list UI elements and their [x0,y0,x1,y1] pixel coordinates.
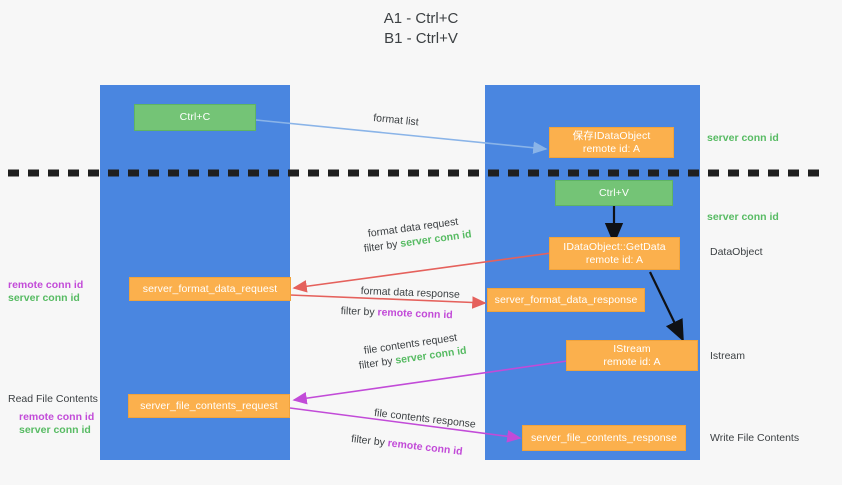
arrow-format-data-response [289,294,487,309]
note-server-conn-id-upper: server conn id [8,292,80,304]
box-getdata-line1: IDataObject::GetData [563,240,666,253]
box-server-file-contents-response[interactable]: server_file_contents_response [522,425,686,451]
box-server-format-data-request-label: server_format_data_request [142,282,278,295]
note-remote-conn-id-upper: remote conn id [8,279,84,291]
arrow-format-list [255,119,548,154]
note-write-file-contents: Write File Contents [710,432,800,444]
box-istream-line1: IStream [613,342,651,355]
arrow-file-contents-request [292,360,568,405]
arrow-getdata-to-istream [649,271,684,342]
box-getdata-line2: remote id: A [585,253,644,266]
page-title: A1 - Ctrl+C B1 - Ctrl+V [383,10,459,47]
note-dataobject: DataObject [710,246,763,258]
box-server-file-contents-request-label: server_file_contents_request [140,399,278,412]
box-ctrl-v[interactable]: Ctrl+V [555,180,673,206]
note-read-file-contents: Read File Contents [8,393,98,405]
box-save-idataobject[interactable]: 保存IDataObject remote id: A [549,127,674,158]
box-istream[interactable]: IStream remote id: A [566,340,698,371]
filter-prefix: filter by [340,304,378,319]
note-remote-conn-id-lower: remote conn id [19,411,95,423]
note-server-conn-id-middle: server conn id [707,211,779,223]
arrow-file-contents-response [289,407,522,443]
arrow-format-data-request [292,252,552,293]
box-istream-line2: remote id: A [603,355,661,368]
box-server-format-data-response[interactable]: server_format_data_response [487,288,645,312]
box-ctrl-v-label: Ctrl+V [598,186,630,199]
note-server-conn-id-top: server conn id [707,132,779,144]
box-server-file-contents-response-label: server_file_contents_response [531,431,677,444]
box-ctrl-c-label: Ctrl+C [179,111,211,123]
box-save-idataobject-line1: 保存IDataObject [572,129,651,142]
box-server-file-contents-request[interactable]: server_file_contents_request [128,394,290,418]
note-server-conn-id-lower: server conn id [19,424,91,436]
box-save-idataobject-line2: remote id: A [582,142,641,155]
filter-value-remote-conn-id: remote conn id [377,306,453,322]
box-ctrl-c[interactable]: Ctrl+C [134,104,256,131]
box-server-format-data-response-label: server_format_data_response [494,293,638,306]
box-idataobject-getdata[interactable]: IDataObject::GetData remote id: A [549,237,680,270]
box-server-format-data-request[interactable]: server_format_data_request [129,277,291,301]
note-istream: Istream [710,350,746,362]
